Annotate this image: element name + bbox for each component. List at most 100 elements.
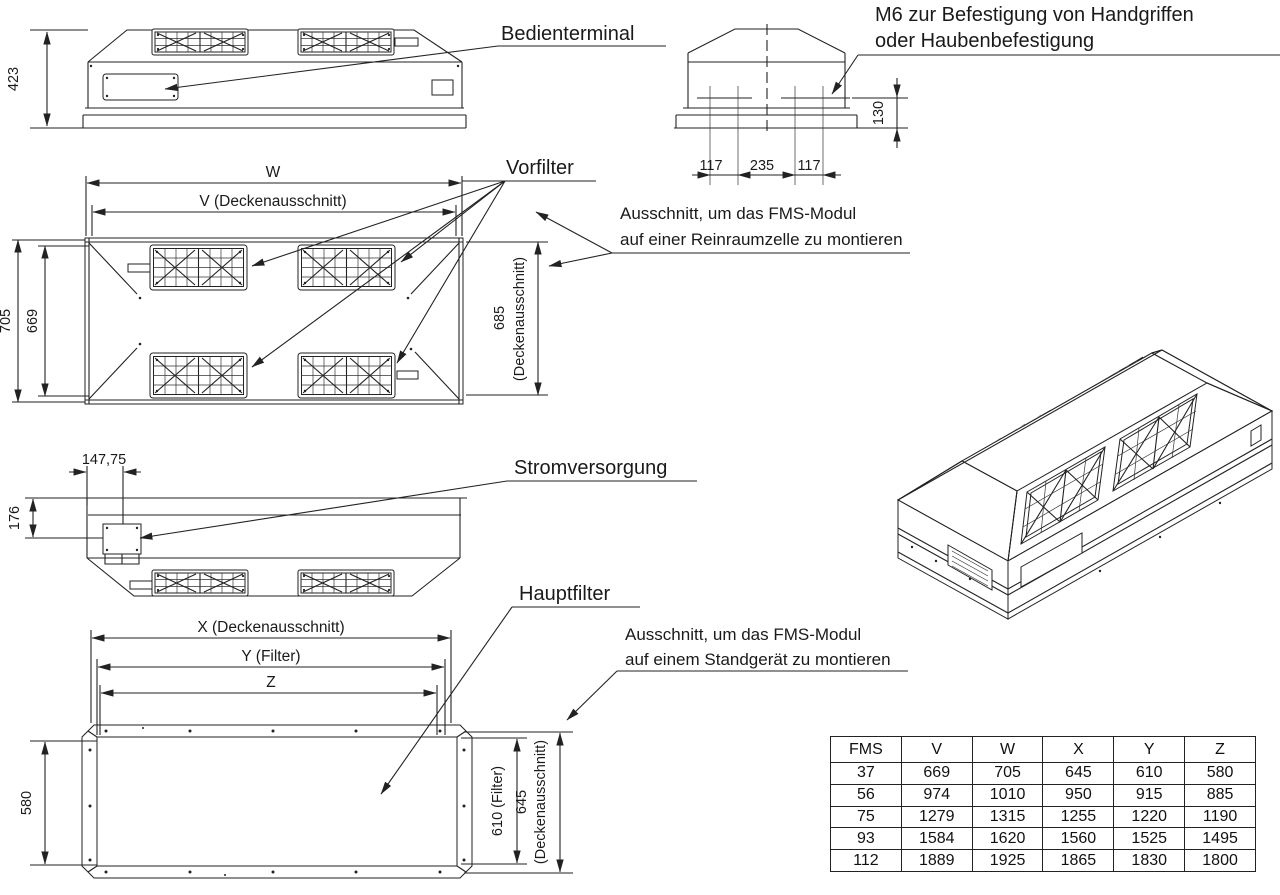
dimension-x: X (Deckenausschnitt) — [90, 619, 452, 723]
iso-filter-grid — [1020, 446, 1106, 545]
label-bedienterminal: Bedienterminal — [501, 23, 634, 45]
cell: 1495 — [1184, 827, 1256, 851]
prefilter-grid — [151, 569, 249, 597]
prefilter-grid — [297, 569, 395, 597]
dimension-423: 423 — [6, 29, 88, 129]
leader-vorfilter — [251, 180, 596, 368]
cell: 1255 — [1042, 805, 1115, 829]
cell: 1800 — [1184, 849, 1256, 872]
dim-bottom-z: Z — [266, 674, 275, 691]
label-m6-line2: oder Haubenbefestigung — [875, 30, 1094, 52]
dim-end-d1: 117 — [699, 158, 722, 174]
prefilter-grid — [151, 28, 249, 56]
annotation-reinraum-line1: Ausschnitt, um das FMS-Modul — [620, 204, 856, 223]
dimension-147-75: 147,75 — [69, 452, 141, 524]
dim-bottom-h: 580 — [19, 791, 35, 815]
cell: 37 — [830, 762, 902, 785]
power-box — [102, 523, 142, 555]
table-header-row: FMS V W X Y Z — [830, 736, 1256, 763]
col-y: Y — [1113, 736, 1186, 763]
dim-side-height: 423 — [6, 67, 22, 91]
cell: 669 — [900, 762, 973, 785]
annotation-reinraum-line2: auf einer Reinraumzelle zu montieren — [620, 230, 903, 249]
col-v: V — [900, 736, 973, 763]
table-row: 93 1584 1620 1560 1525 1495 — [830, 827, 1256, 851]
dimension-v: V (Deckenausschnitt) — [91, 193, 457, 236]
cell: 1525 — [1113, 827, 1186, 851]
iso-dots — [910, 501, 1222, 581]
dim-top-inner: 669 — [25, 309, 41, 333]
col-fms: FMS — [830, 736, 902, 763]
dimension-z: Z — [99, 674, 438, 735]
col-x: X — [1042, 736, 1115, 763]
dim-end-height: 130 — [871, 101, 887, 125]
isometric-view — [896, 349, 1274, 620]
iso-filter-grid — [1112, 393, 1198, 492]
cell: 112 — [830, 849, 902, 872]
leader-hauptfilter — [380, 606, 640, 795]
col-w: W — [971, 736, 1044, 763]
dim-end-d3: 117 — [797, 158, 820, 174]
dim-bottom-x: X (Deckenausschnitt) — [197, 619, 344, 636]
dimension-130: 130 — [871, 78, 901, 148]
leader-stromversorgung — [139, 480, 697, 540]
dim-bottom-cut-sub: (Deckenausschnitt) — [533, 740, 549, 864]
cell: 1315 — [971, 805, 1044, 829]
dim-end-d2: 235 — [750, 158, 774, 174]
bottom-view: X (Deckenausschnitt) Y (Filter) Z 580 61… — [19, 583, 908, 879]
cell: 974 — [900, 783, 973, 807]
dim-power-offset: 147,75 — [82, 452, 126, 468]
cell: 580 — [1184, 762, 1256, 785]
table-row: 37 669 705 645 610 580 — [830, 762, 1256, 785]
table-row: 56 974 1010 950 915 885 — [830, 783, 1256, 807]
cell: 1865 — [1042, 849, 1115, 872]
dimension-117-235-117: 117 235 117 — [692, 158, 841, 179]
dimension-645: 645 (Deckenausschnitt) — [464, 731, 573, 874]
leader-ausschnitt-standgeraet — [566, 670, 908, 721]
cell: 75 — [830, 805, 902, 829]
cell: 1925 — [971, 849, 1044, 872]
dim-bottom-filter: 610 (Filter) — [490, 766, 506, 836]
cell: 1190 — [1184, 805, 1256, 829]
dimension-176: 176 — [7, 497, 103, 539]
cell: 705 — [971, 762, 1044, 785]
cell: 1830 — [1113, 849, 1186, 872]
dim-power-height: 176 — [7, 506, 23, 530]
power-view: 147,75 176 Stromversorgung — [7, 452, 697, 597]
cell: 915 — [1113, 783, 1186, 807]
dimension-w: W — [85, 164, 463, 236]
table-row: 75 1279 1315 1255 1220 1190 — [830, 805, 1256, 829]
top-view: W V (Deckenausschnitt) 705 669 685 (Deck… — [0, 157, 910, 405]
cell: 645 — [1042, 762, 1115, 785]
screw-dots — [88, 727, 466, 876]
leader-bedienterminal — [164, 45, 666, 92]
cell: 610 — [1113, 762, 1186, 785]
dimension-685: 685 (Deckenausschnitt) — [466, 241, 548, 396]
cell: 1560 — [1042, 827, 1115, 851]
cell: 93 — [830, 827, 902, 851]
cell: 1889 — [900, 849, 973, 872]
dim-bottom-cut: 645 — [514, 790, 530, 814]
dim-top-cut: 685 — [492, 306, 508, 330]
fms-size-table: FMS V W X Y Z 37 669 705 645 610 580 56 … — [830, 736, 1256, 872]
annotation-standgeraet-line2: auf einem Standgerät zu montieren — [625, 650, 891, 669]
dimension-705: 705 — [0, 239, 85, 403]
leader-m6 — [831, 54, 1280, 95]
table-row: 112 1889 1925 1865 1830 1800 — [830, 849, 1256, 872]
dimension-610: 610 (Filter) — [461, 737, 527, 865]
dim-top-cut-sub: (Deckenausschnitt) — [512, 257, 528, 381]
prefilter-grid — [149, 352, 248, 399]
label-stromversorgung: Stromversorgung — [514, 457, 667, 479]
dim-bottom-y: Y (Filter) — [241, 648, 300, 665]
cell: 1620 — [971, 827, 1044, 851]
iso-louver-panel — [947, 544, 993, 591]
cell: 1220 — [1113, 805, 1186, 829]
dimension-580: 580 — [19, 740, 97, 866]
cell: 1584 — [900, 827, 973, 851]
annotation-standgeraet-line1: Ausschnitt, um das FMS-Modul — [625, 625, 861, 644]
cell: 1279 — [900, 805, 973, 829]
dimension-669: 669 — [25, 245, 89, 397]
prefilter-grid — [297, 244, 396, 291]
cell: 950 — [1042, 783, 1115, 807]
